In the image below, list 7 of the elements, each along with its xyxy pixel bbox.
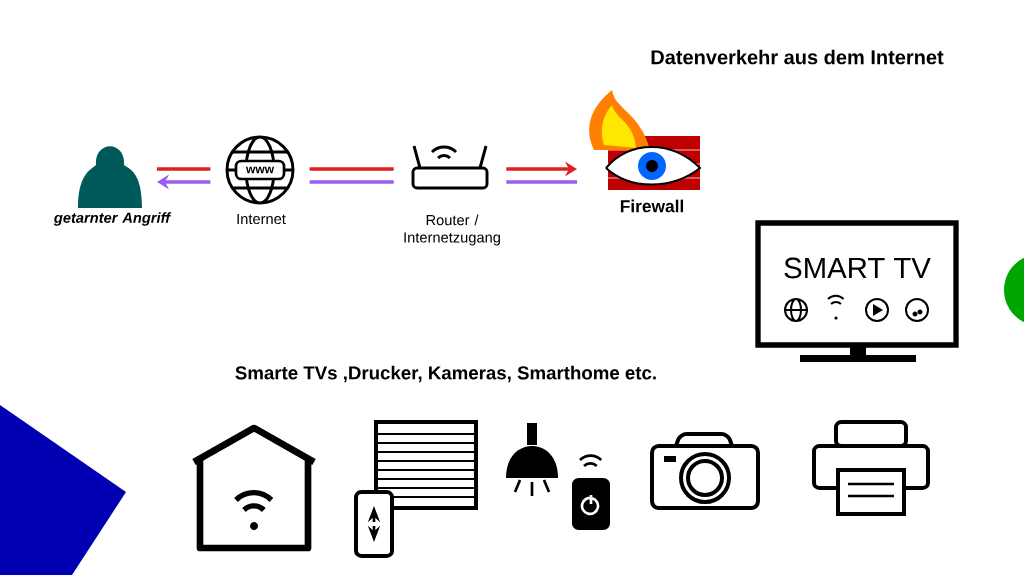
node-label: getarnter Angriff bbox=[53, 212, 172, 226]
devices-heading: Smarte TVs ,Drucker, Kameras, Smarthome etc. bbox=[235, 365, 656, 383]
tv-label: SMART TV bbox=[784, 257, 931, 279]
node-label: Firewall bbox=[620, 199, 684, 213]
title: Datenverkehr aus dem Internet bbox=[651, 49, 944, 65]
node-label: Internet bbox=[237, 213, 286, 225]
node-label: Router / Internetzugang bbox=[404, 214, 500, 246]
